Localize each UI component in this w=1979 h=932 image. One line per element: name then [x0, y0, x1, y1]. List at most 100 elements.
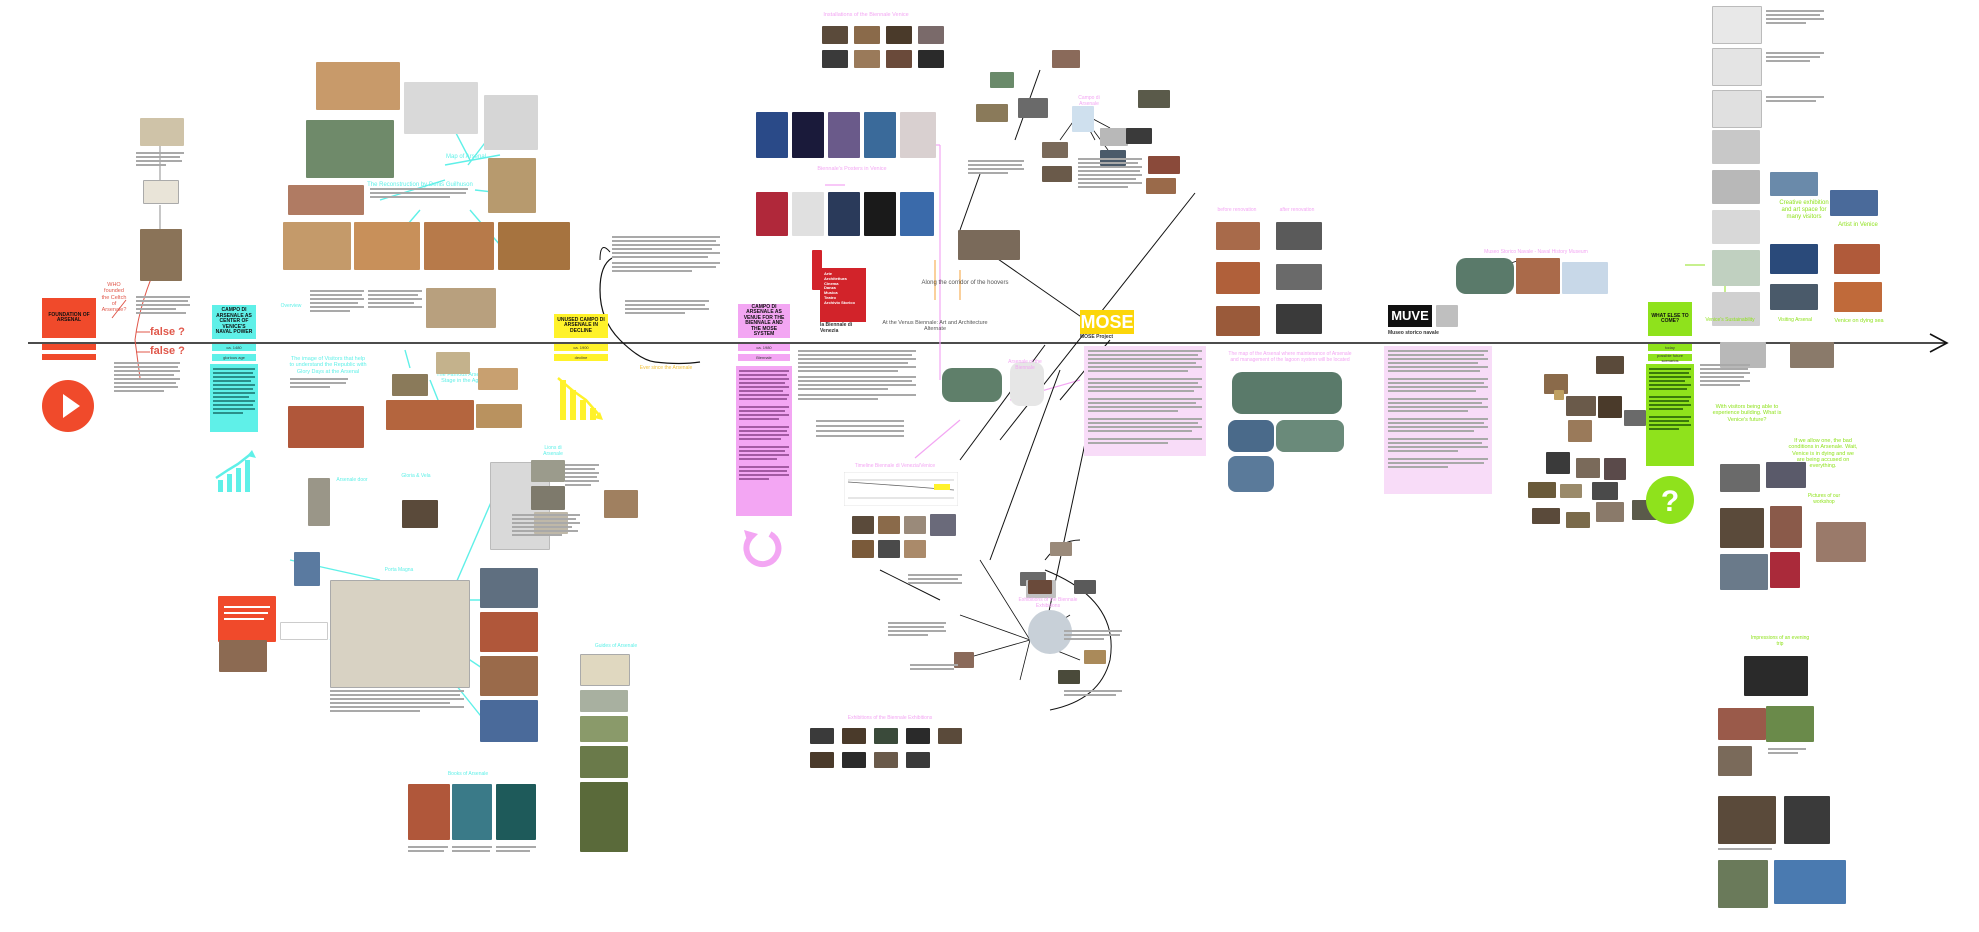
naval-power-title-card[interactable]: CAMPO DI ARSENALE AS CENTER OF VENICE'S …: [212, 305, 256, 339]
mose-aerial-map[interactable]: [1232, 372, 1342, 414]
future-sketch-1[interactable]: [1712, 6, 1762, 44]
poster-8[interactable]: [828, 192, 860, 236]
muve-text-card[interactable]: [1384, 346, 1492, 494]
installation-8[interactable]: [918, 50, 944, 68]
arsenal-bird-view-photo[interactable]: [316, 62, 400, 110]
campo-photo-l[interactable]: [1042, 166, 1072, 182]
naval-text-card[interactable]: [210, 364, 258, 432]
arsenal-panorama[interactable]: [288, 185, 364, 215]
poster-2[interactable]: [792, 112, 824, 158]
biennale-title-card[interactable]: CAMPO DI ARSENALE AS VENUE FOR THE BIENN…: [738, 304, 790, 338]
evening-photo-d[interactable]: [1718, 746, 1752, 776]
future-photo-20[interactable]: [1770, 552, 1800, 588]
book-cover-b[interactable]: [452, 784, 492, 840]
campo-map-icon[interactable]: [1072, 106, 1094, 132]
muve-exhibit-l[interactable]: [1532, 508, 1560, 524]
exhibit-central-map[interactable]: [1028, 610, 1072, 654]
famous-painting-small[interactable]: [436, 352, 470, 374]
future-sketch-3[interactable]: [1712, 90, 1762, 128]
muve-exhibit-k[interactable]: [1592, 482, 1618, 500]
future-photo-3[interactable]: [1712, 210, 1760, 244]
arsenal-aerial-photo[interactable]: [306, 120, 394, 178]
porta-photo-c[interactable]: [480, 656, 538, 696]
poster-6[interactable]: [756, 192, 788, 236]
mose-barrier-photo-a[interactable]: [1228, 420, 1274, 452]
decline-title-card[interactable]: UNUSED CAMPO DI ARSENALE IN DECLINE: [554, 314, 608, 338]
exhibition-bottom-9[interactable]: [906, 752, 930, 768]
evening-photo-h[interactable]: [1774, 860, 1846, 904]
biennale-photo-b[interactable]: [878, 516, 900, 534]
biennale-photo-a[interactable]: [852, 516, 874, 534]
foundation-title-card[interactable]: FOUNDATION OF ARSENAL: [42, 298, 96, 338]
guide-photo-d[interactable]: [580, 782, 628, 852]
future-photo-15[interactable]: [1766, 462, 1806, 488]
biennale-photo-d[interactable]: [930, 514, 956, 536]
visitors-painting-a[interactable]: [392, 374, 428, 396]
visitors-painting-b[interactable]: [386, 400, 474, 430]
installation-4[interactable]: [918, 26, 944, 44]
future-photo-14[interactable]: [1720, 464, 1760, 492]
guide-photo-a[interactable]: [580, 690, 628, 712]
exhibition-bottom-1[interactable]: [810, 728, 834, 744]
campo-photo-k[interactable]: [1146, 178, 1176, 194]
muve-exhibit-e[interactable]: [1568, 420, 1592, 442]
evening-photo-f[interactable]: [1784, 796, 1830, 844]
future-text-card[interactable]: [1646, 364, 1694, 466]
poster-7[interactable]: [792, 192, 824, 236]
founder-sketch-thumbnail[interactable]: [143, 180, 179, 204]
foundation-stamp[interactable]: [218, 596, 276, 642]
installation-3[interactable]: [886, 26, 912, 44]
muve-exhibit-j[interactable]: [1560, 484, 1582, 498]
installation-5[interactable]: [822, 50, 848, 68]
future-sketch-2[interactable]: [1712, 48, 1762, 86]
future-title-card[interactable]: WHAT ELSE TO COME?: [1648, 302, 1692, 336]
muve-exhibit-f[interactable]: [1546, 452, 1570, 474]
exhibition-bottom-7[interactable]: [842, 752, 866, 768]
poster-10[interactable]: [900, 192, 934, 236]
future-photo-7[interactable]: [1830, 190, 1878, 216]
arsenal-entrance-photo[interactable]: [219, 640, 267, 672]
arsenal-historic-drawing[interactable]: [426, 288, 496, 328]
biennale-text-card[interactable]: [736, 366, 792, 516]
before-photo-3[interactable]: [1216, 306, 1260, 336]
muve-exhibit-g[interactable]: [1576, 458, 1600, 478]
play-button[interactable]: [42, 380, 94, 432]
arsenale-door-photo[interactable]: [308, 478, 330, 526]
future-photo-16[interactable]: [1720, 508, 1764, 548]
biennale-aerial-map[interactable]: [942, 368, 1002, 402]
poster-5[interactable]: [900, 112, 936, 158]
exhibition-bottom-5[interactable]: [938, 728, 962, 744]
lion-photo-b[interactable]: [531, 486, 565, 510]
arsenal-plan-b[interactable]: [354, 222, 420, 270]
campo-photo-j[interactable]: [1148, 156, 1180, 174]
future-photo-4[interactable]: [1712, 250, 1760, 286]
before-photo-1[interactable]: [1216, 222, 1260, 250]
muve-exhibit-c[interactable]: [1566, 396, 1596, 416]
arsenal-plan-a[interactable]: [283, 222, 351, 270]
muve-aerial-map[interactable]: [1456, 258, 1514, 294]
lion-photo-a[interactable]: [531, 460, 565, 482]
mose-logo[interactable]: MOSE: [1080, 310, 1134, 334]
campo-photo-f[interactable]: [1100, 128, 1128, 146]
future-photo-19[interactable]: [1720, 554, 1768, 590]
poster-1[interactable]: [756, 112, 788, 158]
campo-photo-a[interactable]: [1052, 50, 1080, 68]
exhibition-bottom-4[interactable]: [906, 728, 930, 744]
evening-photo-e[interactable]: [1718, 796, 1776, 844]
poster-4[interactable]: [864, 112, 896, 158]
muve-exhibit-h[interactable]: [1604, 458, 1626, 480]
arsenal-color-map[interactable]: [488, 158, 536, 213]
muve-building-photo[interactable]: [1516, 258, 1560, 294]
exhibit-photo-d[interactable]: [954, 652, 974, 668]
future-photo-12[interactable]: [1720, 342, 1766, 368]
arsenal-plan-sketch[interactable]: [404, 82, 478, 134]
arsenal-plan-c[interactable]: [424, 222, 494, 270]
porta-photo-d[interactable]: [480, 700, 538, 742]
arsenal-plan-d[interactable]: [498, 222, 570, 270]
porta-photo-b[interactable]: [480, 612, 538, 652]
muve-exhibit-n[interactable]: [1596, 502, 1624, 522]
future-photo-13[interactable]: [1790, 342, 1834, 368]
muve-exhibit-d[interactable]: [1598, 396, 1622, 418]
future-photo-11[interactable]: [1834, 282, 1882, 312]
exhibit-photo-c[interactable]: [1028, 580, 1052, 594]
